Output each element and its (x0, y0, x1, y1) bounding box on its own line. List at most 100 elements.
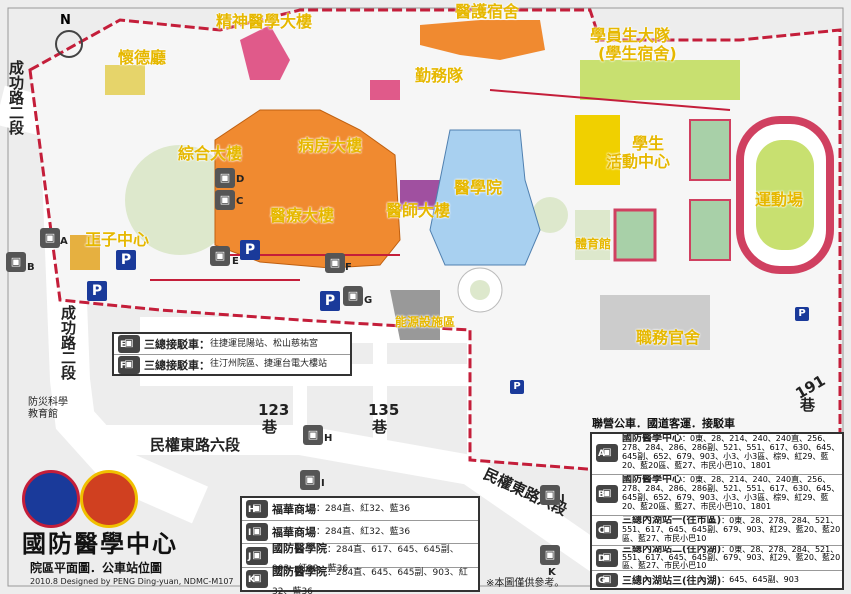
shuttle-name: 三總接駁車： (144, 338, 210, 351)
bus-icon: ▣I (246, 523, 268, 541)
compass-icon (55, 30, 83, 58)
label-activity1: 學生 (632, 134, 665, 153)
label-zhengzi: 正子中心 (85, 230, 150, 249)
activity-building (575, 115, 620, 185)
road-minquan-1: 民權東路六段 (150, 436, 241, 454)
bus-stop-icon[interactable]: ▣ (40, 228, 60, 248)
road-chenggong-top: 成功路二段 (7, 60, 25, 135)
zhengzi-building (70, 235, 100, 270)
shuttle-desc: 往捷運昆陽站、松山慈祐宮 (210, 338, 319, 349)
bus-stop-icon[interactable]: ▣ (325, 253, 345, 273)
lane-123-word: 巷 (262, 418, 278, 436)
stop-routes: ：284直、紅32、藍36 (316, 503, 411, 514)
stop-routes: ：284直、617、645、645副、903、紅32、藍36 (272, 544, 459, 574)
parking-icon: P (510, 380, 524, 394)
garden-left (125, 145, 235, 255)
bus-stop-icon[interactable]: ▣ (303, 425, 323, 445)
bus-row-i: ▣I 福華商場 ：284直、紅32、藍36 (242, 521, 478, 544)
school-seal-icon (22, 470, 80, 528)
stop-letter-d: D (236, 174, 245, 185)
stop-letter-f: F (345, 262, 352, 273)
north-label: N (60, 13, 71, 28)
label-psych: 精神醫學大樓 (216, 12, 313, 31)
label-activity2: 活動中心 (606, 152, 671, 171)
stop-name: 三總內湖站一(往市區) (622, 516, 722, 526)
bus-row-b: ▣B 國防醫學中心：0東、28、214、240、240直、256、278、284… (592, 475, 842, 516)
bus-stop-icon[interactable]: ▣ (215, 190, 235, 210)
bus-row-g: ▣G 三總內湖站三(往內湖)：645、645副、903 (592, 571, 842, 588)
disclaimer: ※本圖僅供參考。 (486, 578, 565, 589)
parking-icon: P (116, 250, 136, 270)
bus-icon: ▣F (118, 355, 140, 374)
stop-routes: ：0東、28、278、284、521、551、617、645、645副、679、… (622, 516, 841, 543)
stop-letter-a: A (60, 236, 68, 247)
stop-name: 國防醫學中心 (622, 475, 682, 485)
stop-routes: ：0東、28、278、284、521、551、617、645、645副、679、… (622, 546, 841, 570)
cadet-building (580, 60, 740, 100)
stop-name: 三總內湖站二(往內湖) (622, 546, 722, 555)
stop-routes: ：645、645副、903 (721, 575, 799, 584)
service-building (370, 80, 400, 100)
bottom-bus-panel: ▣H 福華商場 ：284直、紅32、藍36 ▣I 福華商場 ：284直、紅32、… (240, 496, 480, 594)
stop-letter-b: B (27, 262, 35, 273)
bus-stop-icon[interactable]: ▣ (540, 485, 560, 505)
label-general: 綜合大樓 (178, 144, 243, 163)
bus-stop-icon[interactable]: ▣ (6, 252, 26, 272)
stop-name: 福華商場 (272, 526, 316, 539)
stop-routes: ：0東、28、214、240、240直、256、278、284、286、286副… (622, 434, 840, 470)
label-gym: 體育館 (575, 237, 612, 251)
stop-letter-i: I (321, 478, 325, 489)
stop-name: 國防醫學院 (272, 564, 327, 578)
bus-stop-icon[interactable]: ▣ (540, 545, 560, 565)
bus-row-k: ▣K 國防醫學院：284直、645、645副、903、紅32、藍36 (242, 564, 478, 594)
stop-routes: ：284直、645、645副、903、紅32、藍36 (272, 567, 468, 594)
stop-letter-h: H (324, 433, 333, 444)
stop-letter-j: J (561, 493, 565, 504)
officer-housing (600, 295, 710, 350)
label-school: 醫學院 (454, 178, 503, 197)
bus-icon: ▣C (596, 521, 618, 539)
label-sports: 運動場 (755, 190, 804, 209)
label-ward: 病房大樓 (298, 136, 363, 155)
energy-area (390, 290, 440, 340)
label-teacher: 醫師大樓 (386, 201, 451, 220)
right-panel-title: 聯營公車．國道客運．接駁車 (592, 417, 735, 430)
lane-135-word: 巷 (372, 418, 388, 436)
psych-building (240, 25, 290, 80)
lane-191-word: 巷 (800, 396, 816, 414)
stop-name: 國防醫學院 (272, 541, 327, 555)
right-bus-panel: ▣A 國防醫學中心 ：0東、28、214、240、240直、256、278、284… (590, 432, 844, 590)
page-title: 國防醫學中心 (22, 530, 178, 558)
bus-icon: ▣K (246, 569, 268, 588)
bus-icon: ▣A (596, 444, 618, 462)
lane-135: 135 (368, 401, 400, 419)
bus-icon: ▣G (596, 572, 618, 587)
shuttle-row-f: ▣F 三總接駁車： 往汀州院區、捷運台電大樓站 (114, 355, 350, 374)
label-officer: 職務官舍 (636, 328, 701, 347)
minquan-road (80, 425, 609, 573)
stop-letter-g: G (364, 295, 373, 306)
stop-letter-e: E (232, 256, 239, 267)
bus-stop-icon[interactable]: ▣ (300, 470, 320, 490)
bus-icon: ▣E (118, 335, 140, 353)
bus-stop-icon[interactable]: ▣ (215, 168, 235, 188)
bus-icon: ▣D (596, 549, 618, 567)
label-service: 勤務隊 (415, 66, 464, 85)
parking-icon: P (320, 291, 340, 311)
bus-stop-icon[interactable]: ▣ (343, 286, 363, 306)
bus-row-d: ▣D 三總內湖站二(往內湖)：0東、28、278、284、521、551、617… (592, 546, 842, 571)
label-dorm: 醫護宿舍 (455, 2, 520, 21)
bus-row-c: ▣C 三總內湖站一(往市區)：0東、28、278、284、521、551、617… (592, 516, 842, 546)
label-cadet-sub: (學生宿舍) (598, 44, 677, 63)
shuttle-row-e: ▣E 三總接駁車： 往捷運昆陽站、松山慈祐宮 (114, 334, 350, 355)
credit: 2010.8 Designed by PENG Ding-yuan, NDMC-… (30, 577, 234, 586)
bus-stop-icon[interactable]: ▣ (210, 246, 230, 266)
label-energy: 能源設施區 (395, 315, 456, 329)
dorm-building (420, 20, 545, 60)
parking-icon: P (795, 307, 809, 321)
stop-routes: ：284直、紅32、藍36 (316, 526, 411, 537)
stop-name: 福華商場 (272, 503, 316, 516)
stop-letter-k: K (548, 567, 556, 578)
